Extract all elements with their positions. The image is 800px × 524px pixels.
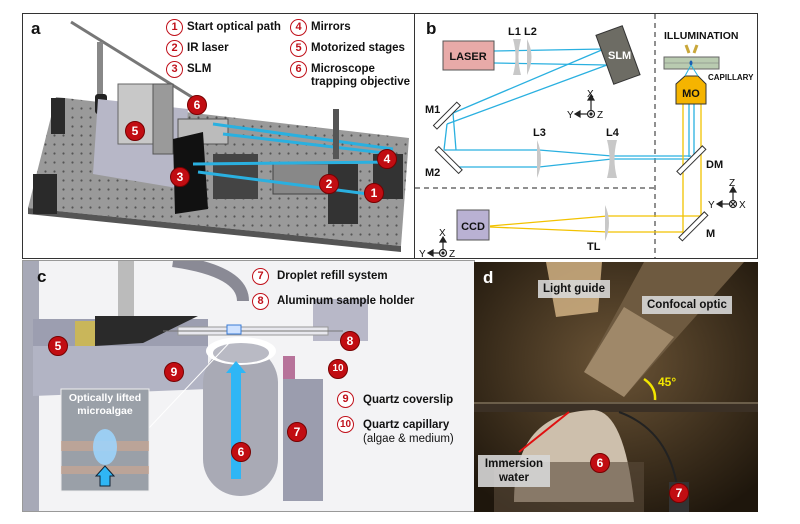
illumination-label: ILLUMINATION [664,30,738,42]
ccd-box [456,209,490,241]
legend-text-7: Droplet refill system [277,270,388,282]
marker-9: 9 [164,362,184,382]
legend-text-3: SLM [187,63,212,75]
axis-label: Z [449,249,455,259]
legend-num-3: 3 [166,61,183,78]
legend-text-2: IR laser [187,42,229,54]
optical-table-render [28,20,409,252]
legend-text-4: Mirrors [311,21,351,33]
legend-text-6b: trapping objective [311,76,411,88]
visible-beams [489,104,702,233]
slm-block [173,132,208,214]
mirror-m [678,211,709,242]
legend-text-10b: (algae & medium) [363,433,454,445]
legend-num-2: 2 [166,40,183,57]
axes-icon [426,93,738,258]
lens-l4 [607,140,617,178]
ir-beams [443,48,695,168]
marker-5: 5 [125,121,145,141]
legend-num-1: 1 [166,19,183,36]
legend-text-10: Quartz capillary [363,419,450,431]
illumination-arrow [684,44,691,54]
marker-3: 3 [170,167,190,187]
panel-a: a 1 Start optical path 2 IR laser 3 SLM … [22,13,415,259]
axis-label: Y [419,249,426,259]
laser-label: LASER [449,51,486,63]
slm-box [595,25,641,85]
marker-6: 6 [590,453,610,473]
angle-label: 45° [658,375,677,389]
light-guide-label: Light guide [538,280,610,298]
marker-5: 5 [48,336,68,356]
pointer-line [518,411,570,453]
legend-text-9: Quartz coverslip [363,394,454,406]
axis-label: X [587,89,594,100]
m-label: M [706,228,715,240]
panel-label-b: b [426,19,436,38]
confocal-optic-label: Confocal optic [642,296,732,314]
legend-text-8: Aluminum sample holder [277,295,415,307]
legend-num-6: 6 [290,61,307,78]
inset-title: Optically lifted microalgae [68,392,142,417]
microalgae [93,429,117,465]
axis-label: X [439,228,446,239]
axis-label: Z [729,178,735,189]
legend-num-10: 10 [337,416,354,433]
ccd-label: CCD [461,221,485,233]
slm-label: SLM [608,50,631,62]
marker-6: 6 [231,442,251,462]
panel-label-c: c [37,267,47,286]
lens-l3 [537,140,541,178]
marker-2: 2 [319,174,339,194]
angle-arc [643,377,657,401]
tl-label: TL [587,241,601,253]
mo-label: MO [682,88,700,100]
panel-label-d: d [483,268,494,287]
laser-box [442,40,495,71]
marker-6: 6 [187,95,207,115]
marker-10: 10 [328,359,348,379]
beam [212,122,394,151]
trap-arrow [231,369,241,479]
axis-label: Z [597,110,603,121]
marker-4: 4 [377,149,397,169]
mirror-dm [676,145,707,176]
mirror-m2 [434,145,463,175]
marker-7: 7 [669,483,689,503]
axis-label: X [739,200,746,211]
capillary-label: CAPILLARY [708,73,754,82]
sample-stage-render [23,261,474,511]
marker-8: 8 [340,331,360,351]
legend-text-5: Motorized stages [311,42,405,54]
l4-label: L4 [606,127,620,139]
marker-7: 7 [287,422,307,442]
l1-label: L1 [508,26,521,38]
marker-1: 1 [364,183,384,203]
legend-num-4: 4 [290,19,307,36]
mirror-m1 [432,101,462,130]
legend-text-1: Start optical path [187,21,281,33]
axis-label: Y [567,110,574,121]
legend-text-6: Microscope [311,63,375,75]
panel-d: d Light guide Confocal optic 45° Immersi… [474,262,758,512]
algae-cell [689,60,693,66]
panel-c: c 7 Droplet refill system 8 Aluminum sam… [22,260,475,512]
lens-l2 [527,39,532,75]
optical-path-schematic: b LASER L1 L2 SLM M1 M2 L3 L4 ILLUMINATI… [415,14,754,259]
legend-num-7: 7 [252,268,269,285]
legend-num-5: 5 [290,40,307,57]
m1-label: M1 [425,104,440,116]
immersion-water-label: Immersion water [478,455,550,487]
l3-label: L3 [533,127,546,139]
m2-label: M2 [425,167,440,179]
panel-label-a: a [31,19,41,38]
l2-label: L2 [524,26,537,38]
legend-num-9: 9 [337,391,354,408]
lens-l1 [513,39,521,75]
panel-b: b LASER L1 L2 SLM M1 M2 L3 L4 ILLUMINATI… [414,13,758,259]
axis-label: Y [708,200,715,211]
dm-label: DM [706,159,723,171]
legend-num-8: 8 [252,293,269,310]
lens-tl [605,205,609,241]
